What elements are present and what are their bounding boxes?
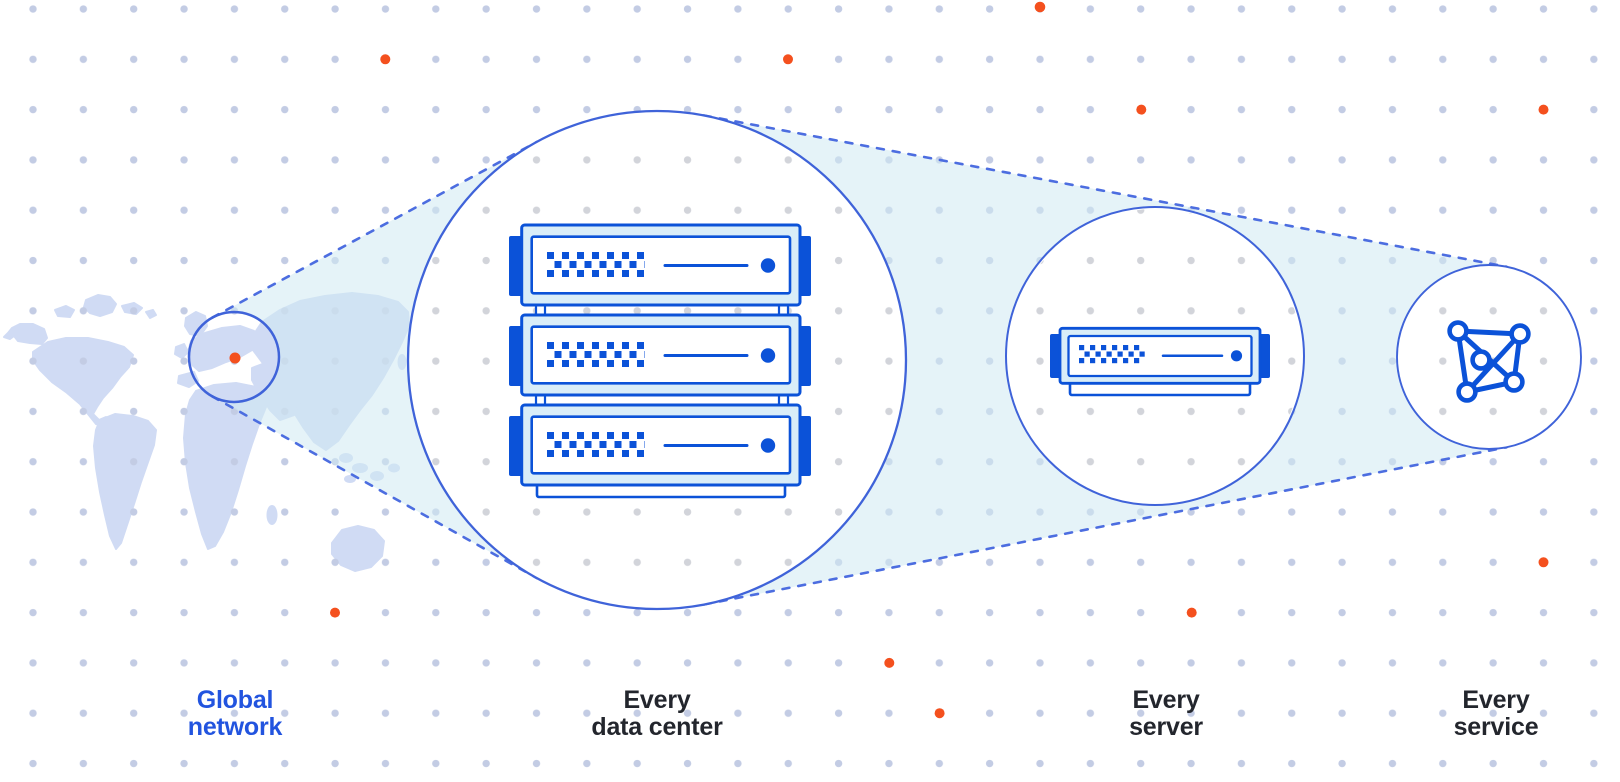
rack-unit [509,223,811,307]
label-line: Every [623,686,691,714]
orange-accent-dots [330,1,1549,719]
label-line: Global [196,686,274,714]
label-line: Every [1132,686,1200,714]
label-line: Every [1462,686,1530,714]
mesh-network-icon [1447,320,1531,403]
label-line: data center [591,713,723,741]
server-icon [1050,326,1270,397]
server-rack-icon [507,223,813,499]
label-line: service [1453,713,1539,741]
label-global-network: Global network [187,686,283,741]
label-every-service: Every service [1454,687,1539,741]
label-line: server [1129,713,1203,741]
label-every-data-center: Every data center [591,687,722,741]
map-marker-dot [229,352,241,364]
zoom-dashed-lines [211,114,1508,606]
label-every-server: Every server [1129,687,1203,741]
label-line: network [187,713,283,741]
globe-circle [187,310,281,404]
